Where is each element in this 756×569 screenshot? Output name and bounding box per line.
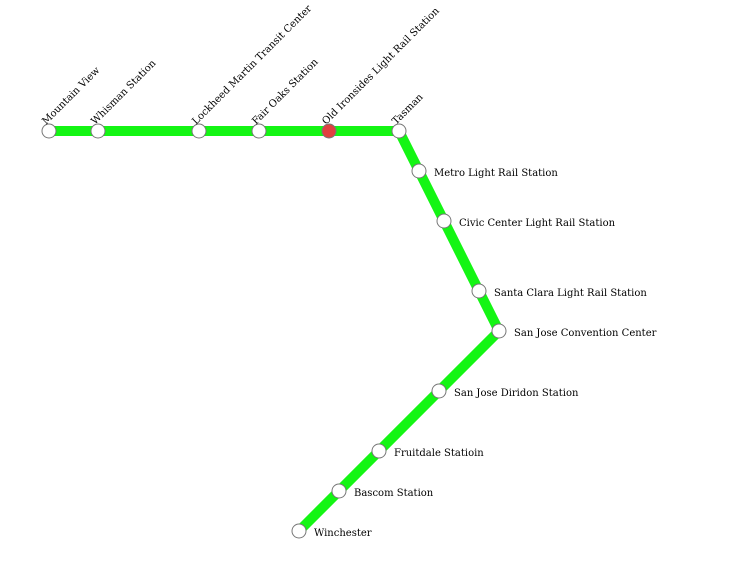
station-marker[interactable] (41, 123, 57, 139)
station: Fruitdale Statioin (371, 443, 484, 459)
station-marker[interactable] (291, 523, 307, 539)
station: San Jose Diridon Station (431, 383, 579, 399)
station-label: Metro Light Rail Station (434, 168, 558, 179)
station: Bascom Station (331, 483, 434, 499)
station: Whisman Station (89, 58, 159, 139)
station: Fair Oaks Station (250, 56, 321, 139)
station: Santa Clara Light Rail Station (471, 283, 647, 299)
station-label: Old Ironsides Light Rail Station (320, 5, 442, 127)
station: Winchester (291, 523, 372, 539)
route-line (49, 126, 506, 535)
station-label: San Jose Convention Center (514, 328, 657, 339)
station-marker[interactable] (491, 323, 507, 339)
station-label: Whisman Station (89, 58, 158, 127)
station-marker[interactable] (90, 123, 106, 139)
station-marker[interactable] (391, 123, 407, 139)
station-label: Winchester (314, 528, 372, 539)
station-marker[interactable] (191, 123, 207, 139)
station-marker[interactable] (436, 213, 452, 229)
station-label: Fruitdale Statioin (394, 448, 484, 459)
station: Civic Center Light Rail Station (436, 213, 616, 229)
station-marker[interactable] (431, 383, 447, 399)
station-label: Fair Oaks Station (250, 56, 321, 127)
station-label: Bascom Station (354, 488, 434, 499)
station-marker[interactable] (331, 483, 347, 499)
station-label: Lockheed Martin Transit Center (190, 3, 314, 127)
station-marker-highlighted[interactable] (321, 123, 337, 139)
station-marker[interactable] (251, 123, 267, 139)
station-label: San Jose Diridon Station (454, 388, 579, 399)
station: Metro Light Rail Station (411, 163, 558, 179)
station: San Jose Convention Center (491, 323, 657, 339)
station-label: Civic Center Light Rail Station (459, 218, 616, 229)
station-marker[interactable] (411, 163, 427, 179)
station-marker[interactable] (471, 283, 487, 299)
station: Old Ironsides Light Rail Station (320, 5, 442, 139)
station: Tasman (390, 91, 426, 139)
station-marker[interactable] (371, 443, 387, 459)
station-label: Santa Clara Light Rail Station (494, 288, 647, 299)
station-label: Tasman (390, 91, 426, 127)
